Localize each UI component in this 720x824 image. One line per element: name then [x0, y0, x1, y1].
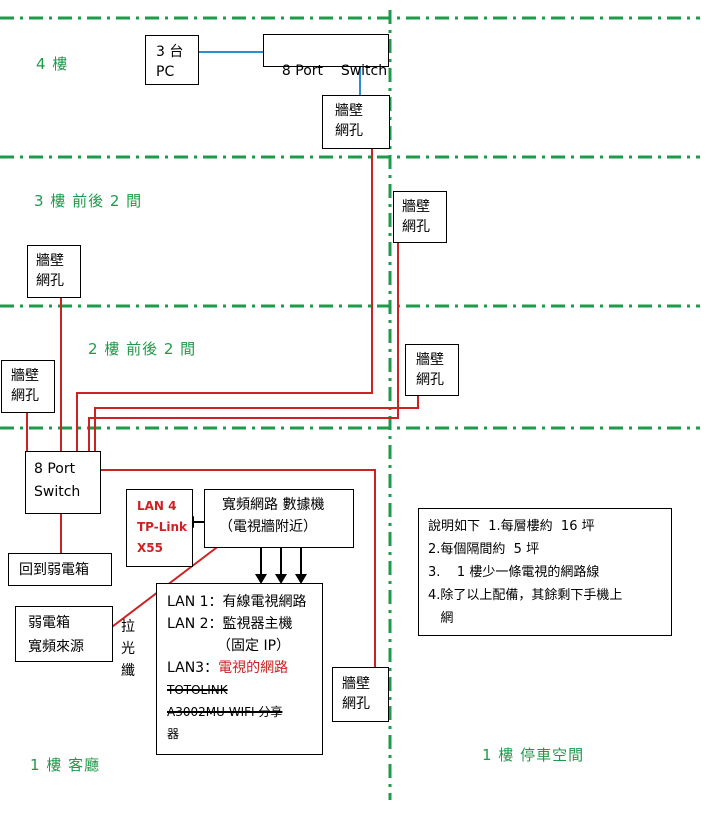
tplink-router: LAN 4 TP-Link X55	[126, 489, 193, 567]
note-line-1: 說明如下 1.每層樓約 16 坪	[428, 519, 595, 534]
main-switch-label-1: 8 Port	[34, 461, 76, 477]
floor-label-3: 3 樓 前後 2 間	[34, 192, 143, 210]
floor-label-1-parking: 1 樓 停車空間	[482, 746, 585, 764]
tplink-model: X55	[137, 541, 163, 555]
pc-count: 3 台	[156, 44, 184, 60]
wall-jack-floor4: 牆壁 網孔	[322, 95, 390, 149]
wall-jack-label-1: 牆壁	[335, 103, 363, 119]
notes-box: 說明如下 1.每層樓約 16 坪 2.每個隔間約 5 坪 3. 1 樓少一條電視…	[418, 508, 672, 636]
lan3-row: LAN3：電視的網路	[167, 657, 322, 679]
tplink-port: LAN 4	[137, 499, 177, 513]
closet-source-label-2: 寬頻來源	[28, 639, 84, 655]
main-switch-label-2: Switch	[34, 484, 81, 500]
wall-jack-label-2: 網孔	[11, 388, 39, 404]
note-line-5: 網	[428, 611, 454, 626]
wall-jack-label-1: 牆壁	[342, 676, 370, 692]
note-line-4: 4.除了以上配備，其餘剩下手機上	[428, 588, 623, 603]
totolink-line1: TOTOLINK	[167, 683, 228, 697]
wall-jack-label-1: 牆壁	[11, 368, 39, 384]
note-line-3: 3. 1 樓少一條電視的網路線	[428, 565, 600, 580]
closet-return-box: 回到弱電箱	[8, 553, 112, 586]
cable-floor3	[88, 242, 399, 452]
tplink-brand: TP-Link	[137, 520, 188, 534]
pc-box: 3 台 PC	[145, 35, 199, 85]
note-line-2: 2.每個隔間約 5 坪	[428, 542, 540, 557]
wall-jack-label-1: 牆壁	[402, 199, 430, 215]
closet-source-box: 弱電箱 寬頻來源	[15, 606, 113, 662]
pc-label: PC	[156, 64, 175, 80]
wall-jack-floor2-left: 牆壁 網孔	[1, 360, 55, 413]
arrowhead-lan3	[295, 574, 307, 584]
floor-label-2: 2 樓 前後 2 間	[88, 340, 197, 358]
wall-jack-floor3-left: 牆壁 網孔	[27, 245, 81, 298]
modem-location: （電視牆附近）	[219, 519, 317, 535]
lan3-value: 電視的網路	[218, 660, 289, 676]
lan-ports-box: LAN 1：有線電視網路 LAN 2：監視器主機 （固定 IP） LAN3：電視…	[156, 583, 323, 755]
floor-label-4: 4 樓	[36, 55, 69, 73]
wall-jack-label-1: 牆壁	[36, 253, 64, 269]
wall-jack-label-1: 牆壁	[416, 352, 444, 368]
closet-return-label: 回到弱電箱	[19, 562, 89, 578]
cable-to-garage	[101, 469, 376, 667]
fiber-label: 拉光纖	[121, 619, 135, 679]
wall-jack-floor3: 牆壁 網孔	[393, 191, 447, 243]
switch-floor4-label: 8 Port Switch	[281, 63, 388, 79]
lan1-label: LAN 1：有線電視網路	[167, 594, 307, 610]
wall-jack-floor2-right: 牆壁 網孔	[405, 344, 459, 396]
totolink-line2: A3002MU WIFI 分享	[167, 705, 283, 719]
wall-jack-label-2: 網孔	[402, 219, 430, 235]
lan2-label: LAN 2：監視器主機	[167, 616, 293, 632]
switch-floor4: 8 Port Switch	[263, 34, 389, 79]
wall-jack-label-2: 網孔	[416, 372, 444, 388]
closet-source-label-1: 弱電箱	[28, 615, 70, 631]
lan2-sublabel: （固定 IP）	[217, 638, 291, 654]
totolink-line3: 器	[167, 727, 180, 741]
floor-label-1-living: 1 樓 客廳	[30, 756, 101, 774]
arrowhead-lan1	[255, 574, 267, 584]
cable-floor4	[76, 148, 373, 452]
lan3-label: LAN3：	[167, 660, 219, 676]
cable-floor2-right	[94, 395, 419, 452]
wall-jack-label-2: 網孔	[36, 273, 64, 289]
wall-jack-label-2: 網孔	[335, 123, 363, 139]
wall-jack-label-2: 網孔	[342, 696, 370, 712]
arrowhead-lan2	[275, 574, 287, 584]
modem-title: 寬頻網路 數據機	[222, 497, 325, 513]
wall-jack-garage: 牆壁 網孔	[332, 667, 389, 722]
main-switch: 8 Port Switch	[25, 451, 101, 514]
modem-box: 寬頻網路 數據機 （電視牆附近）	[204, 489, 354, 548]
